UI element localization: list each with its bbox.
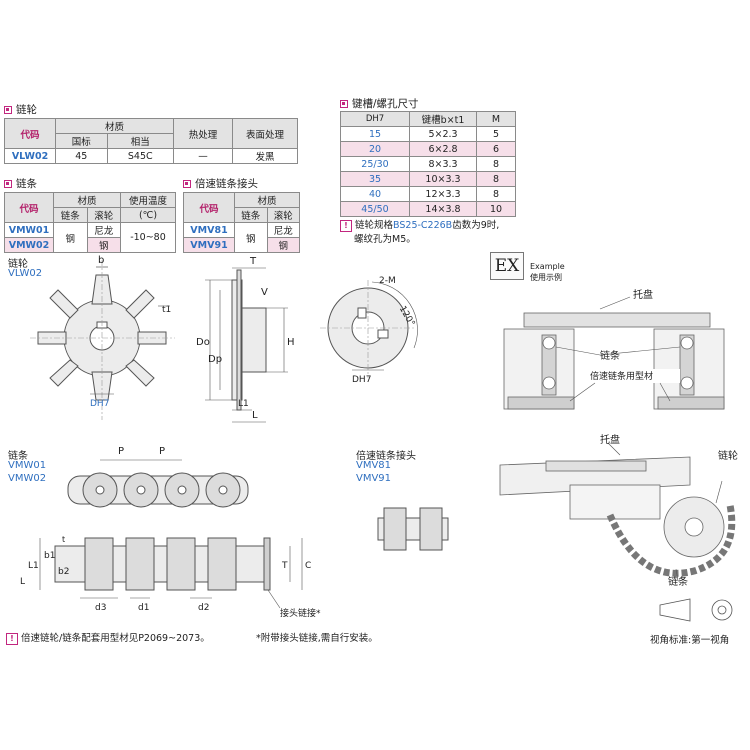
joint-drawing [377, 507, 449, 551]
dim-T-chain: T [281, 561, 288, 571]
dim-2-M: 2-M [379, 276, 396, 286]
sprocket-label: 链轮 [718, 449, 738, 462]
dim-t: t [62, 535, 65, 544]
chain-drawing-code-2: VMW02 [8, 473, 47, 484]
dim-dh7: DH7 [90, 399, 109, 409]
chain-label-2: 链条 [668, 575, 688, 588]
dim-C: C [305, 561, 311, 571]
warning-icon: ! [6, 632, 18, 645]
chain-section-title: 链条 [4, 176, 37, 191]
chain-drawing-label: 链条 [8, 451, 28, 462]
dim-b2: b2 [58, 567, 69, 577]
sprocket-material-table: 代码 材质 热处理 表面处理 国标 相当 VLW02 45 S45C — 发黑 [4, 118, 298, 164]
section-marker-icon [340, 99, 348, 108]
joint-link-callout: 接头链接* [280, 607, 321, 619]
warning-icon: ! [340, 219, 352, 232]
section-marker-icon [4, 179, 12, 188]
dim-T: T [249, 256, 257, 267]
usage-example-illustrations: 托盘 链条 倍速链条用型材 托盘 链轮 链条 [499, 288, 738, 622]
tray-label-2: 托盘 [600, 433, 620, 446]
chain-top-view [67, 472, 249, 508]
chain-side-view [54, 537, 271, 591]
keyway-section-title: 键槽/螺孔尺寸 [340, 96, 419, 111]
dim-L-chain: L [20, 577, 25, 587]
dim-P-1: P [118, 446, 124, 457]
dim-P-2: P [159, 446, 165, 457]
chain-material-table: 代码 材质 使用温度 链条 滚轮 (℃) VMW01 钢 尼龙 -10~80 V… [4, 192, 176, 253]
conveyor-cross-section [503, 312, 725, 410]
dim-d2: d2 [198, 603, 209, 613]
footer-note-2: *附带接头链接,需自行安装。 [256, 633, 378, 644]
sprocket-drawing-label: 链轮 [8, 259, 28, 270]
joint-drawing-code-2: VMV91 [356, 473, 392, 484]
sprocket-section-title: 链轮 [4, 102, 37, 117]
dim-dp: Dp [208, 354, 222, 365]
joint-drawing-code-1: VMV81 [356, 460, 392, 471]
dim-t1: t1 [162, 305, 171, 315]
chain-drawings: P P L1 L b1 b2 t d3 d1 d2 T C 接头链接* [20, 446, 321, 619]
example-cn: 使用示例 [530, 273, 562, 282]
joint-material-table: 代码 材质 链条 滚轮 VMV81 钢 尼龙 VMV91 钢 [183, 192, 300, 253]
section-marker-icon [183, 179, 191, 188]
view-standard-label: 视角标准:第一视角 [650, 635, 730, 646]
chain-label: 链条 [600, 349, 620, 362]
dim-d3: d3 [95, 603, 106, 613]
keyway-note: !链轮规格BS25-C226B齿数为9时, 螺纹孔为M5。 [340, 219, 499, 247]
dim-L: L [252, 410, 258, 421]
dim-L1: L1 [238, 399, 249, 409]
dim-dh7-hub: DH7 [352, 375, 371, 385]
sprocket-drawings: b t1 DH7 Do Dp T V H L1 L 2-M 120° DH7 [30, 255, 418, 423]
tray-label: 托盘 [633, 288, 653, 301]
footer-note-1: !倍速链轮/链条配套用型材见P2069~2073。 [6, 632, 210, 646]
joint-drawing-label: 倍速链条接头 [356, 451, 416, 462]
dim-L1-chain: L1 [28, 561, 39, 571]
dim-d1: d1 [138, 603, 149, 613]
dim-V: V [261, 287, 268, 298]
dim-H: H [287, 337, 295, 348]
dim-b: b [98, 255, 104, 266]
example-badge: EX [490, 252, 524, 280]
first-angle-view-icon [659, 598, 733, 622]
example-en: Example [530, 262, 565, 271]
sprocket-drawing-code: VLW02 [8, 268, 43, 279]
conveyor-sprocket-assembly [499, 456, 736, 577]
joint-section-title: 倍速链条接头 [183, 176, 258, 191]
dim-do: Do [196, 337, 210, 348]
profile-label: 倍速链条用型材 [590, 370, 653, 382]
section-marker-icon [4, 105, 12, 114]
sprocket-side-view [231, 269, 267, 411]
chain-drawing-code-1: VMW01 [8, 460, 47, 471]
dim-b1: b1 [44, 551, 55, 561]
